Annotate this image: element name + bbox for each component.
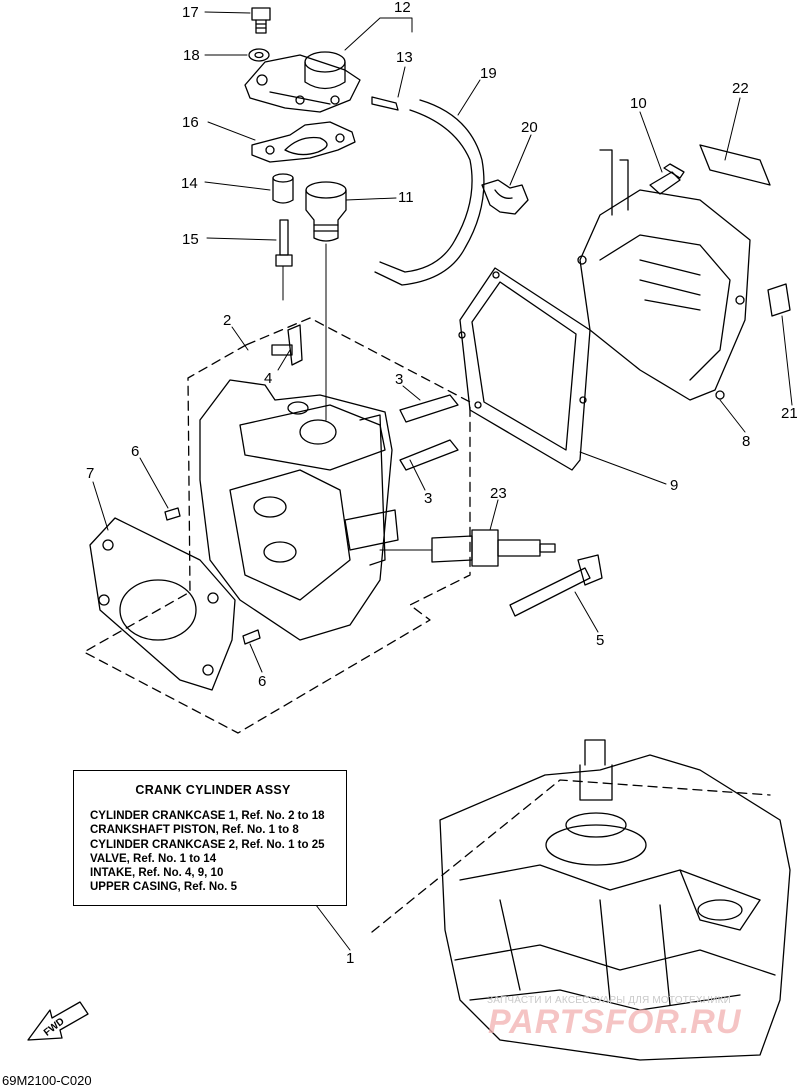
bolt-15-icon — [275, 219, 293, 267]
watermark-logo: PARTSFOR.RU — [488, 1003, 742, 1041]
callout-23: 23 — [490, 485, 507, 502]
callout-21: 21 — [781, 405, 798, 422]
callout-9: 9 — [670, 477, 678, 494]
callout-7: 7 — [86, 465, 94, 482]
callout-19: 19 — [480, 65, 497, 82]
callout-14: 14 — [181, 175, 198, 192]
diagram-code: 69M2100-C020 — [2, 1073, 92, 1088]
callout-13: 13 — [396, 49, 413, 66]
assembly-line-3: CYLINDER CRANKCASE 2, Ref. No. 1 to 25 — [90, 838, 325, 851]
callout-1: 1 — [346, 950, 354, 967]
crankcase-1-icon — [439, 739, 791, 1061]
forward-arrow-icon — [27, 1001, 89, 1041]
collar-14-icon — [272, 173, 294, 204]
callout-4: 4 — [264, 370, 272, 387]
pipe-13-icon — [371, 96, 399, 111]
callout-12: 12 — [394, 0, 411, 16]
bolt-17-icon — [251, 7, 271, 34]
assembly-title: CRANK CYLINDER ASSY — [135, 783, 291, 797]
callout-3-lower: 3 — [424, 490, 432, 507]
callout-20: 20 — [521, 119, 538, 136]
valve-3-lower-icon — [399, 439, 459, 471]
dowel-pin-6-upper-icon — [164, 507, 181, 521]
bolt-10-icon — [649, 163, 685, 195]
assembly-reference-box: CRANK CYLINDER ASSY CYLINDER CRANKCASE 1… — [73, 770, 347, 906]
plate-21-icon — [767, 283, 791, 317]
assembly-line-1: CYLINDER CRANKCASE 1, Ref. No. 2 to 18 — [90, 810, 325, 822]
fitting-4-icon — [271, 324, 303, 366]
watermark-subtitle: ЗАПЧАСТИ И АКСЕССУАРЫ ДЛЯ МОТОТЕХНИКИ — [487, 995, 732, 1006]
hose-19-icon — [374, 99, 485, 286]
thermostat-11-icon — [305, 181, 347, 242]
crankcase-dashed-outline — [371, 779, 771, 933]
callout-18: 18 — [183, 47, 200, 64]
callout-16: 16 — [182, 114, 199, 131]
callout-5: 5 — [596, 632, 604, 649]
callout-17: 17 — [182, 4, 199, 21]
head-gasket-7-icon — [89, 517, 236, 691]
cover-8-icon — [577, 149, 751, 401]
spark-plug-23-icon — [431, 529, 556, 567]
dowel-pin-6-lower-icon — [242, 629, 261, 645]
callout-6-lower: 6 — [258, 673, 266, 690]
callout-6-upper: 6 — [131, 443, 139, 460]
assembly-line-4: VALVE, Ref. No. 1 to 14 — [90, 852, 217, 865]
assembly-line-6: UPPER CASING, Ref. No. 5 — [90, 881, 237, 894]
callout-10: 10 — [630, 95, 647, 112]
cylinder-head-2-icon — [199, 379, 399, 641]
callout-11: 11 — [398, 189, 414, 206]
head-assembly-dashed-outline — [83, 317, 471, 734]
gasket-16-icon — [251, 121, 356, 163]
label-22-icon — [699, 144, 771, 186]
washer-18-icon — [248, 48, 270, 62]
callout-3-upper: 3 — [395, 371, 403, 388]
callout-15: 15 — [182, 231, 199, 248]
valve-3-upper-icon — [399, 394, 459, 423]
clip-20-icon — [481, 179, 529, 215]
gasket-9-icon — [458, 267, 591, 471]
assembly-line-5: INTAKE, Ref. No. 4, 9, 10 — [90, 867, 224, 880]
assembly-line-2: CRANKSHAFT PISTON, Ref. No. 1 to 8 — [90, 824, 299, 837]
callout-2: 2 — [223, 312, 231, 329]
callout-8: 8 — [742, 433, 750, 450]
bolt-5-icon — [509, 554, 603, 617]
callout-22: 22 — [732, 80, 749, 97]
valve-housing-12-icon — [244, 51, 361, 113]
